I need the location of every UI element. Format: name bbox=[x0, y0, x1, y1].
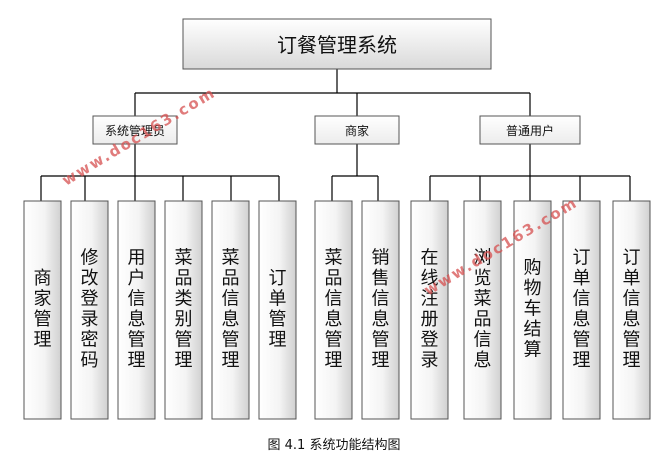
leaf-label: 修改登录密码 bbox=[81, 247, 99, 371]
leaf-label: 浏览菜品信息 bbox=[474, 247, 492, 371]
group-box bbox=[479, 115, 581, 145]
leaf-label: 订单管理 bbox=[269, 268, 287, 351]
group-label: 系统管理员 bbox=[105, 123, 165, 138]
root-box bbox=[182, 18, 492, 70]
leaf-label: 订单信息管理 bbox=[623, 247, 641, 371]
leaf-label: 菜品信息管理 bbox=[325, 247, 343, 371]
leaf-node: 在线注册登录 bbox=[410, 200, 449, 420]
root-node: 订餐管理系统 bbox=[182, 18, 492, 70]
group-node: 普通用户 bbox=[479, 115, 581, 145]
leaf-label: 用户信息管理 bbox=[128, 247, 146, 371]
leaf-node: 用户信息管理 bbox=[117, 200, 156, 420]
leaf-node: 商家管理 bbox=[23, 200, 62, 420]
leaf-label: 菜品信息管理 bbox=[222, 247, 240, 371]
watermark-1: www.doc163.com bbox=[59, 83, 219, 189]
leaf-box bbox=[211, 200, 250, 420]
leaf-node: 订单管理 bbox=[258, 200, 297, 420]
leaf-node: 修改登录密码 bbox=[70, 200, 109, 420]
connector-lines bbox=[40, 69, 631, 201]
group-node: 系统管理员 bbox=[92, 115, 178, 145]
leaf-label: 在线注册登录 bbox=[421, 247, 439, 371]
group-label: 普通用户 bbox=[506, 123, 554, 138]
figure-caption: 图 4.1 系统功能结构图 bbox=[268, 438, 401, 453]
leaf-label: 销售信息管理 bbox=[372, 247, 390, 371]
leaf-box bbox=[361, 200, 400, 420]
leaf-node: 购物车结算 bbox=[513, 200, 552, 420]
leaf-node: 销售信息管理 bbox=[361, 200, 400, 420]
group-box bbox=[314, 115, 400, 145]
group-box bbox=[92, 115, 178, 145]
leaf-node: 订单信息管理 bbox=[562, 200, 601, 420]
leaf-nodes: 商家管理 修改登录密码 用户信息管理 菜品类别管理 菜品信息管理 订单管理 菜品信息管理 销售… bbox=[23, 200, 651, 420]
leaf-box bbox=[612, 200, 651, 420]
group-label: 商家 bbox=[345, 123, 369, 138]
leaf-box bbox=[117, 200, 156, 420]
leaf-box bbox=[314, 200, 353, 420]
group-nodes: 系统管理员 商家 普通用户 bbox=[92, 115, 581, 145]
leaf-box bbox=[562, 200, 601, 420]
leaf-label: 菜品类别管理 bbox=[175, 247, 193, 371]
leaf-box bbox=[258, 200, 297, 420]
root-label: 订餐管理系统 bbox=[277, 33, 397, 57]
leaf-label: 购物车结算 bbox=[524, 258, 542, 361]
leaf-box bbox=[463, 200, 502, 420]
leaf-box bbox=[513, 200, 552, 420]
leaf-label: 订单信息管理 bbox=[573, 247, 591, 371]
leaf-node: 订单信息管理 bbox=[612, 200, 651, 420]
leaf-box bbox=[70, 200, 109, 420]
leaf-node: 浏览菜品信息 bbox=[463, 200, 502, 420]
leaf-node: 菜品信息管理 bbox=[314, 200, 353, 420]
group-node: 商家 bbox=[314, 115, 400, 145]
leaf-label: 商家管理 bbox=[34, 268, 52, 351]
leaf-node: 菜品信息管理 bbox=[211, 200, 250, 420]
leaf-box bbox=[164, 200, 203, 420]
leaf-node: 菜品类别管理 bbox=[164, 200, 203, 420]
leaf-box bbox=[410, 200, 449, 420]
leaf-box bbox=[23, 200, 62, 420]
